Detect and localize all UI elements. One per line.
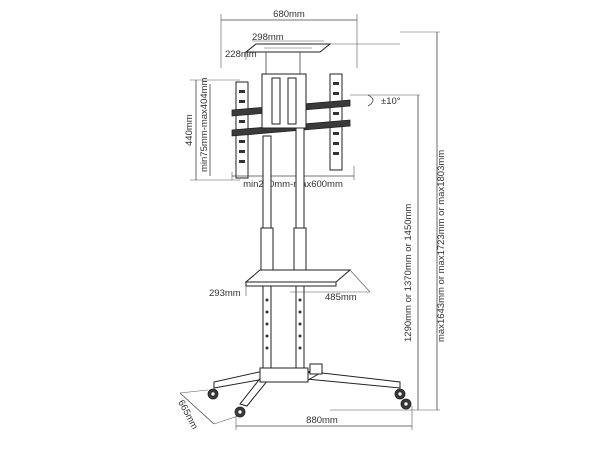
height-dimensions: 1290mm or 1370mm or 1450mm max1643mm or … xyxy=(330,31,447,411)
base-depth-dimension: 665mm xyxy=(175,389,239,431)
tilt-indicator: ±10° xyxy=(367,94,401,107)
vesa-horizontal-label: min200mm-max600mm xyxy=(243,179,343,190)
poles xyxy=(260,127,307,375)
base-width-label: 880mm xyxy=(306,415,338,426)
middle-tray: 293mm 485mm xyxy=(209,269,371,303)
tray-width-label: 485mm xyxy=(325,292,357,303)
overall-height-label: max1643mm or max1723mm or max1803mm xyxy=(436,150,447,342)
tilt-label: ±10° xyxy=(381,96,401,107)
height-to-bracket-label: 1290mm or 1370mm or 1450mm xyxy=(403,204,414,342)
vesa-vertical-label: min75mm-max404mm xyxy=(199,77,210,172)
bracket-height-dimension: 440mm min75mm-max404mm xyxy=(184,77,240,181)
wall-bracket: min200mm-max600mm xyxy=(231,73,355,190)
top-shelf-depth-label: 228mm xyxy=(225,49,257,60)
base xyxy=(207,363,412,418)
tray-depth-label: 293mm xyxy=(209,288,241,299)
overall-width-label: 680mm xyxy=(273,9,305,20)
top-shelf: 298mm 228mm xyxy=(225,32,400,90)
top-shelf-width-label: 298mm xyxy=(252,32,284,43)
overall-width-dimension: 680mm xyxy=(220,9,358,68)
bracket-height-label: 440mm xyxy=(184,114,195,146)
base-depth-label: 665mm xyxy=(175,398,200,431)
base-width-dimension: 880mm xyxy=(235,406,413,430)
